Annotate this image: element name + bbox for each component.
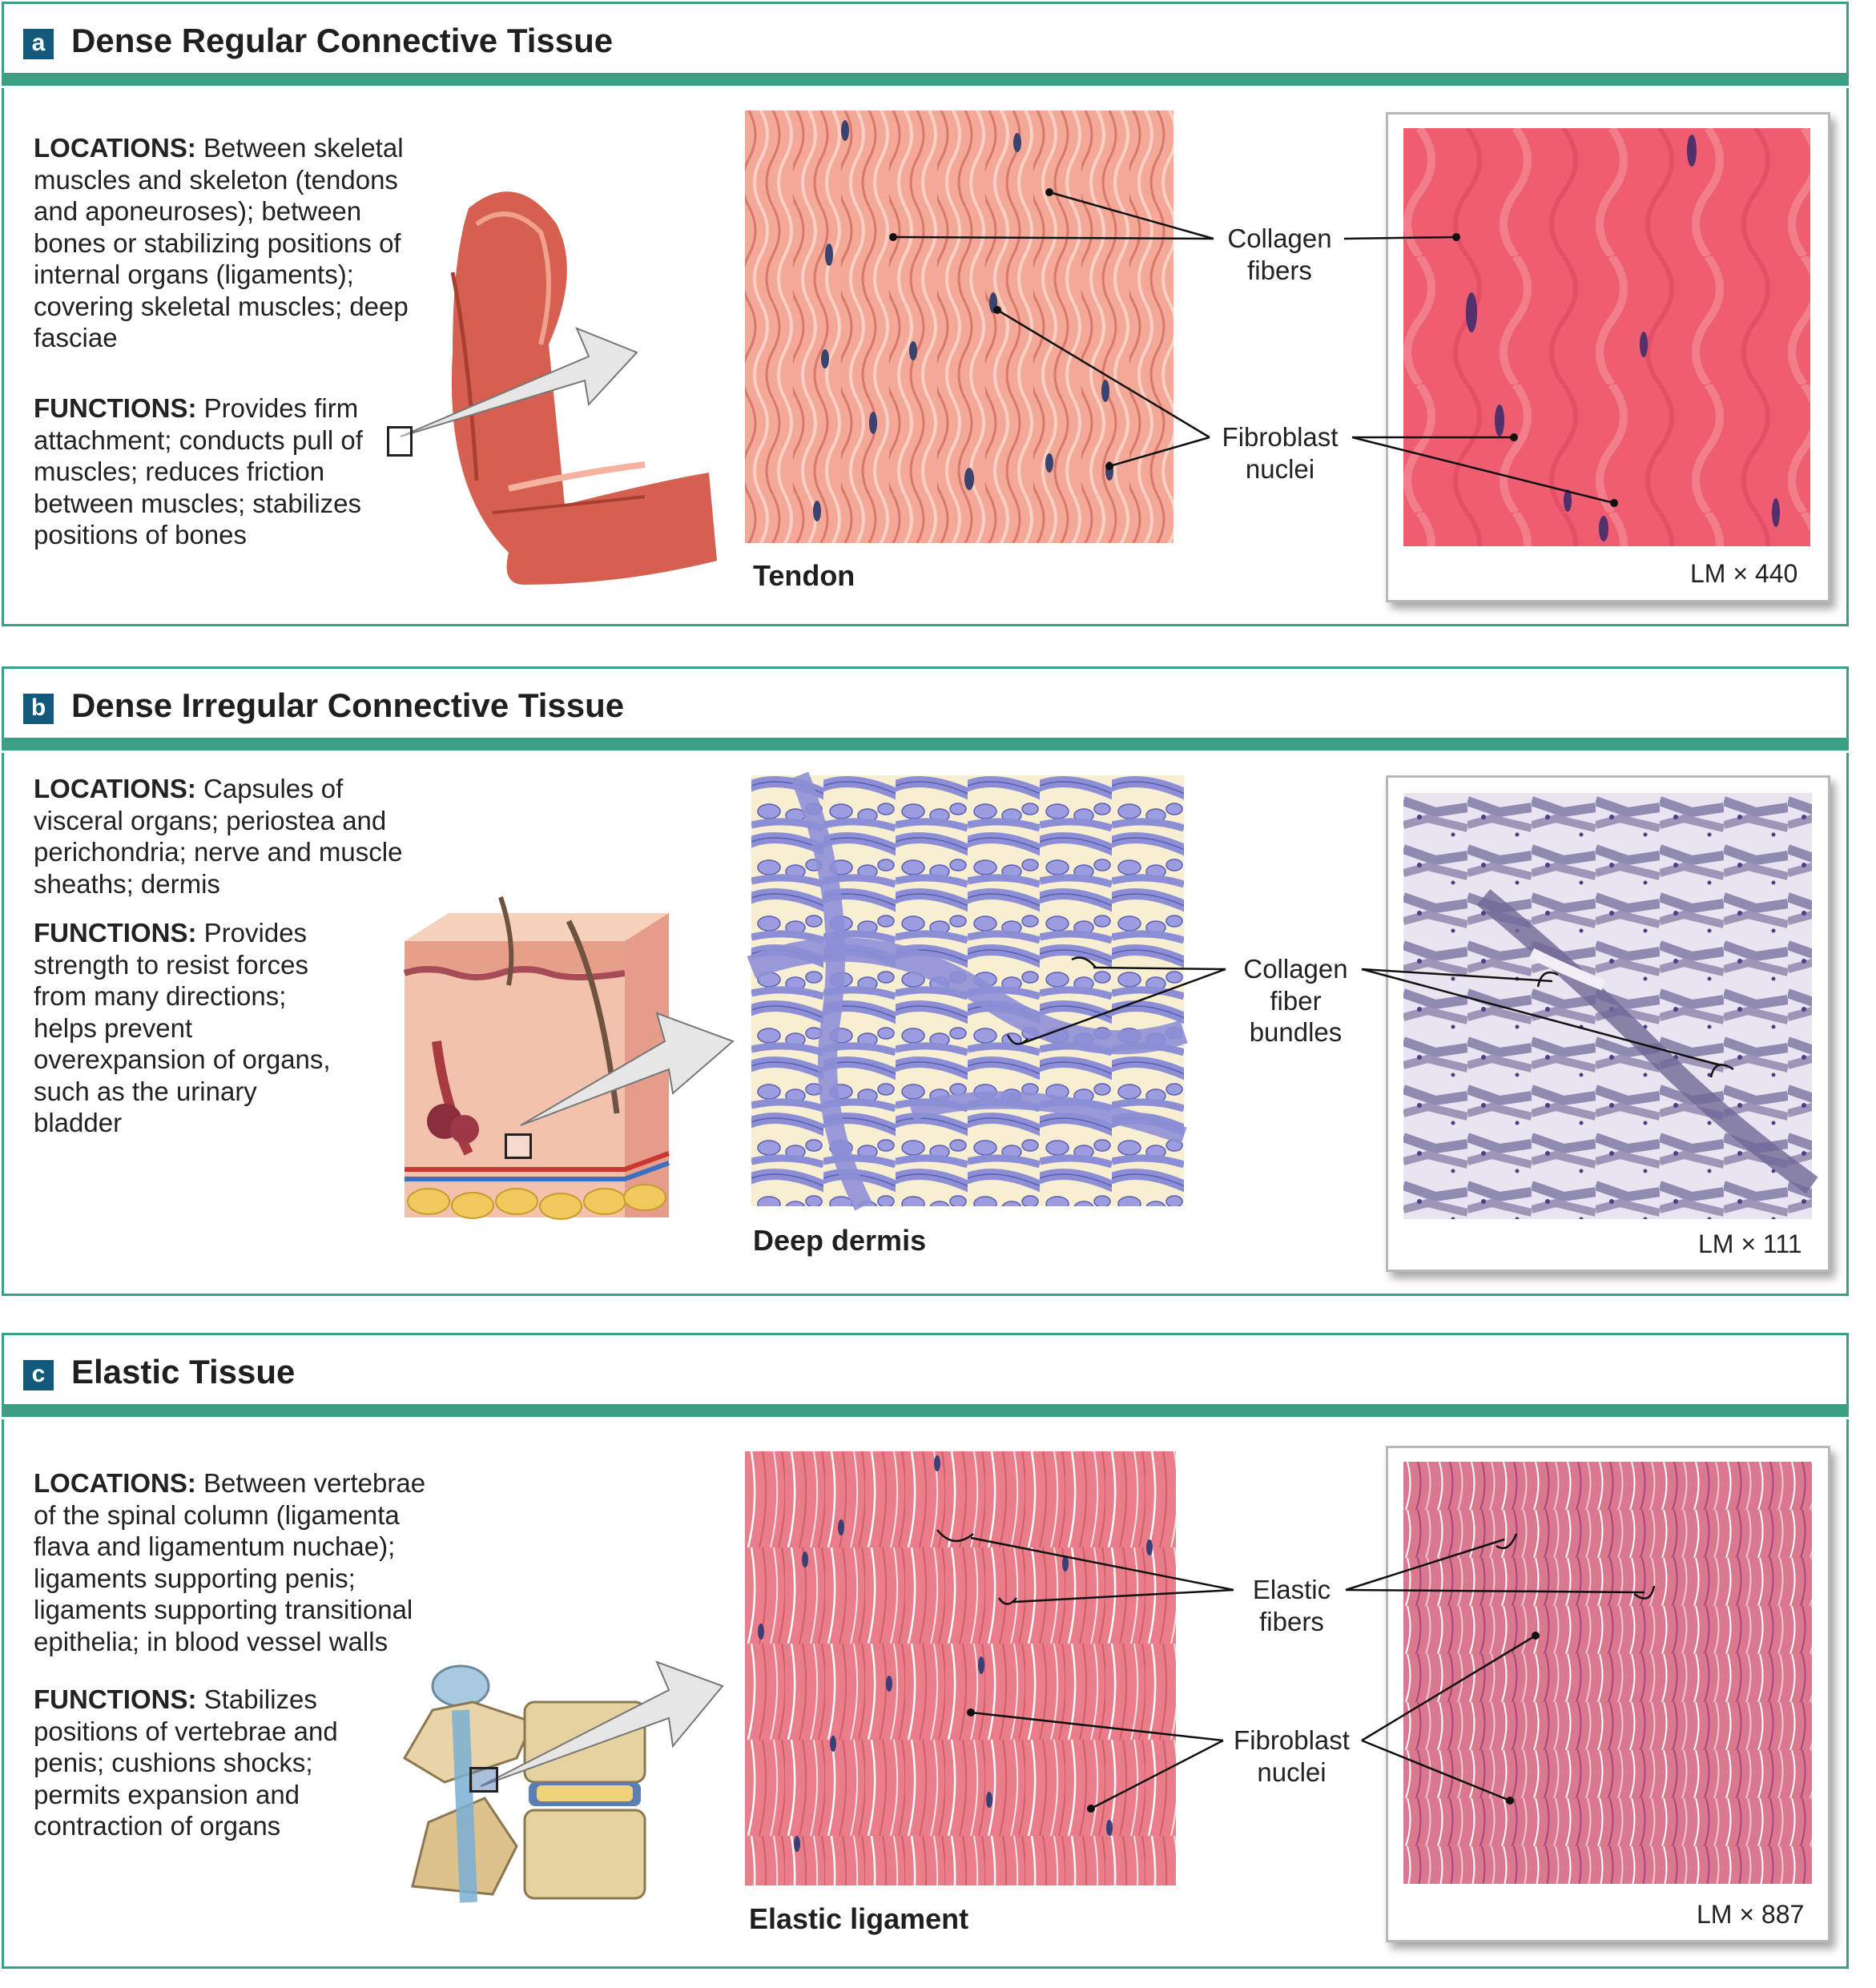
panel-b-label-collagen: Collagen fiber bundles [1243,954,1348,1047]
panel-c-header: c Elastic Tissue [2,1333,1849,1417]
panel-a-sample-marker [387,426,413,457]
panel-b-header-band [2,740,1849,751]
panel-b-micrograph [1403,793,1818,1219]
panel-a-micrograph [1403,128,1810,546]
panel-c-title: Elastic Tissue [71,1353,296,1390]
panel-b-magnification: LM × 111 [1698,1229,1802,1258]
panel-a-label-collagen: Collagen fibers [1227,223,1332,285]
panel-c-label-elastic: Elastic fibers [1252,1575,1331,1636]
panel-c-letter: c [23,1360,54,1390]
panel-c-functions-text: Stabilizes positions of vertebrae and pe… [34,1684,338,1841]
panel-c-locations: LOCATIONS: Between vertebrae of the spin… [34,1467,450,1657]
pointer-arrow-icon [400,327,638,437]
panel-a-functions-head: FUNCTIONS: [34,393,197,423]
panel-a-letter: a [23,29,54,59]
panel-c-functions: FUNCTIONS: Stabilizes positions of verte… [34,1684,386,1842]
panel-b-title: Dense Irregular Connective Tissue [71,686,625,724]
panel-a-magnification: LM × 440 [1690,559,1798,588]
panel-a-locations-head: LOCATIONS: [34,133,196,163]
panel-c-magnification: LM × 887 [1697,1900,1805,1929]
panel-c-label-fibroblast: Fibroblast nuclei [1234,1725,1350,1787]
panel-c-micrograph [1403,1462,1812,1884]
panel-a-label-fibroblast: Fibroblast nuclei [1222,422,1339,484]
panel-b-header: b Dense Irregular Connective Tissue [2,666,1849,751]
panel-b-caption: Deep dermis [753,1224,927,1257]
flexed-arm-muscle-icon [450,191,717,585]
vertebrae-ligament-icon [402,1664,646,1903]
panel-c-caption: Elastic ligament [749,1902,969,1935]
panel-b-locations-head: LOCATIONS: [34,774,196,803]
panel-a-header-band [2,75,1849,86]
panel-a-locations: LOCATIONS: Between skeletal muscles and … [34,132,418,354]
panel-b-functions-text: Provides strength to resist forces from … [34,918,331,1137]
panel-c-locations-text: Between vertebrae of the spinal column (… [34,1468,426,1656]
panel-a-functions: FUNCTIONS: Provides firm attachment; con… [34,392,374,551]
panel-a-caption: Tendon [753,559,855,592]
tendon-illustration [745,111,1174,543]
panel-b-locations: LOCATIONS: Capsules of visceral organs; … [34,773,410,899]
panel-b-locations-text: Capsules of visceral organs; periostea a… [34,774,403,899]
pointer-arrow-icon [480,1660,724,1787]
panel-a-functions-text: Provides firm attachment; conducts pull … [34,393,363,549]
panel-b-functions: FUNCTIONS: Provides strength to resist f… [34,917,350,1139]
panel-c-sample-marker [469,1767,498,1793]
panel-a-locations-text: Between skeletal muscles and skeleton (t… [34,133,409,352]
panel-b-functions-head: FUNCTIONS: [34,918,197,948]
panel-b-letter: b [23,694,54,724]
panel-a-header: a Dense Regular Connective Tissue [2,2,1849,86]
panel-c-locations-head: LOCATIONS: [34,1468,196,1498]
pointer-arrow-icon [520,1012,735,1126]
panel-c-functions-head: FUNCTIONS: [34,1684,197,1714]
panel-a-title: Dense Regular Connective Tissue [71,22,614,59]
panel-c-header-band [2,1406,1849,1417]
dermis-illustration [747,771,1188,1211]
elastic-ligament-illustration [745,1451,1176,1885]
panel-b-sample-marker [505,1133,532,1159]
